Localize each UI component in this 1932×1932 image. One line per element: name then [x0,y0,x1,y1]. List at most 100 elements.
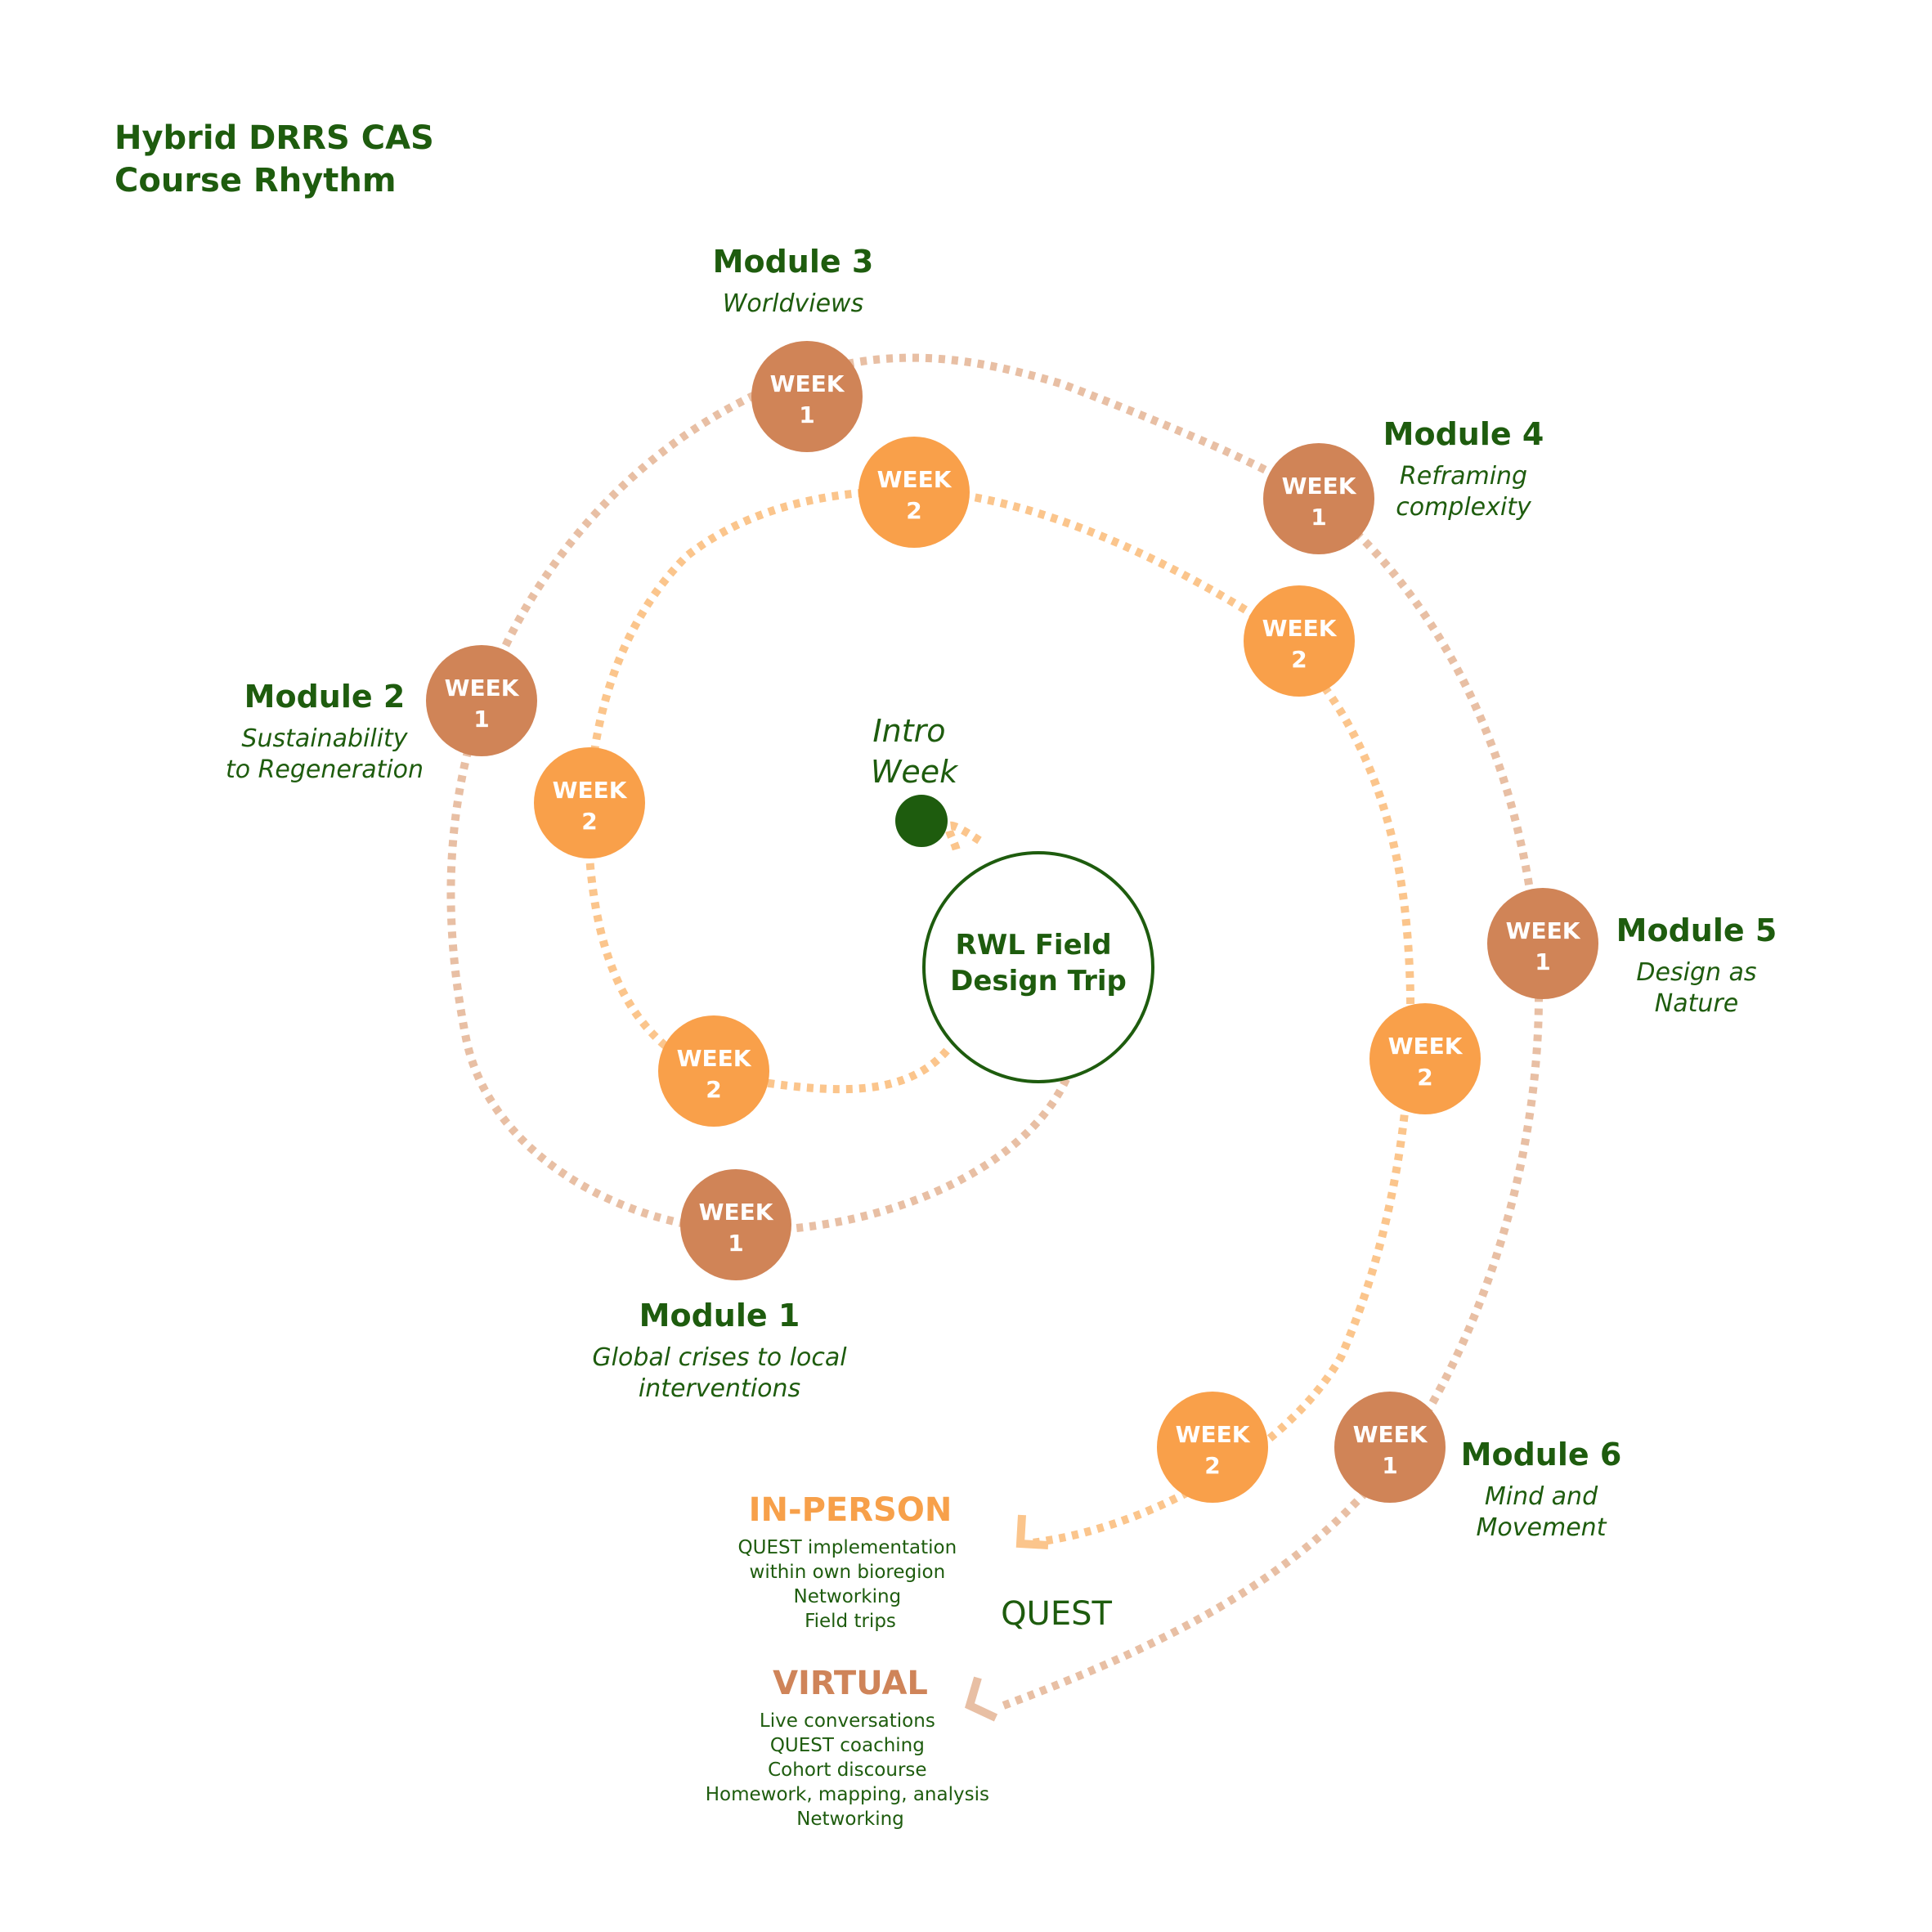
week-label: WEEK [877,466,953,493]
week-number: 1 [1382,1452,1397,1479]
week-circle[interactable] [1487,888,1598,999]
module-labels: Module 1 Global crises to localinterventi… [226,244,1777,1542]
in-person-arrowhead [1015,1514,1049,1549]
week-number: 1 [1311,504,1326,531]
week-label: WEEK [445,675,520,702]
week-circle[interactable] [1369,1003,1481,1114]
legend-in-person-title: IN-PERSON [749,1491,953,1529]
intro-week-dot[interactable] [895,795,948,847]
spiral-paths [446,353,1544,1722]
legend-in-person-items: QUEST implementation within own bioregio… [738,1537,963,1632]
week-label: WEEK [1262,615,1338,642]
module-title: Module 6 [1461,1437,1622,1473]
module-subtitle: Global crises to local [592,1343,847,1372]
legend-virtual: VIRTUAL Live conversations QUEST coachin… [706,1665,996,1830]
intro-line-2: Week [871,754,959,790]
week-circle[interactable] [658,1015,769,1127]
week-label: WEEK [1506,917,1581,944]
legend-virtual-item: QUEST coaching [770,1735,925,1756]
quest-label: QUEST [1001,1595,1112,1633]
legend-in-person-item: Field trips [805,1611,896,1632]
legend-virtual-items: Live conversations QUEST coaching Cohort… [706,1710,996,1830]
center-line-1: RWL Field [956,929,1112,962]
week-node-m6-w2[interactable]: WEEK 2 [1157,1392,1268,1503]
virtual-path [446,353,1544,1711]
module-title: Module 4 [1383,416,1544,452]
center-line-2: Design Trip [950,965,1127,997]
week-node-m6-w1[interactable]: WEEK 1 [1334,1392,1446,1503]
legend-virtual-title: VIRTUAL [773,1665,928,1702]
week-circle[interactable] [426,645,537,756]
module-label-1: Module 1 Global crises to localinterventi… [592,1298,847,1403]
rwl-field-trip-circle[interactable] [922,851,1154,1083]
module-subtitle: complexity [1396,493,1532,522]
intro-line-1: Intro [872,713,945,749]
module-title: Module 5 [1616,912,1777,948]
week-node-m1-w1[interactable]: WEEK 1 [680,1169,791,1280]
week-circle[interactable] [1334,1392,1446,1503]
module-title: Module 3 [713,244,874,280]
week-nodes: WEEK1WEEK2WEEK1WEEK2WEEK1WEEK2WEEK1WEEK2… [426,341,1598,1503]
legend-virtual-item: Networking [796,1809,904,1830]
week-label: WEEK [770,370,845,397]
week-circle[interactable] [1157,1392,1268,1503]
intro-week-label: Intro Week [871,713,959,790]
week-number: 1 [728,1230,743,1257]
module-subtitle: Reframing [1400,462,1527,491]
week-number: 2 [706,1076,721,1103]
week-number: 2 [1417,1064,1432,1091]
week-label: WEEK [553,777,628,804]
legend-in-person-item: Networking [794,1586,902,1607]
week-circle[interactable] [858,437,970,548]
legend-virtual-item: Homework, mapping, analysis [706,1784,989,1805]
week-node-m2-w2[interactable]: WEEK 2 [534,747,645,858]
week-label: WEEK [1282,473,1357,500]
week-node-m3-w2[interactable]: WEEK 2 [858,437,970,548]
week-circle[interactable] [1263,443,1374,554]
week-number: 2 [581,808,597,835]
virtual-arrowhead [964,1676,998,1722]
week-node-m2-w1[interactable]: WEEK 1 [426,645,537,756]
legend-in-person-item: within own bioregion [750,1562,946,1583]
week-number: 1 [473,706,489,733]
module-subtitle: Movement [1477,1513,1607,1542]
week-circle[interactable] [534,747,645,858]
module-title: Module 1 [639,1298,800,1334]
title-line-2: Course Rhythm [114,162,397,199]
week-label: WEEK [1353,1421,1428,1448]
diagram-title: Hybrid DRRS CAS Course Rhythm [114,119,446,199]
rwl-field-trip-label: RWL Field Design Trip [950,929,1127,997]
week-label: WEEK [1176,1421,1251,1448]
week-label: WEEK [677,1045,752,1072]
legend-virtual-item: Cohort discourse [768,1759,926,1781]
week-node-m4-w1[interactable]: WEEK 1 [1263,443,1374,554]
module-subtitle: Worldviews [723,289,863,318]
module-subtitle: Sustainability [241,724,408,753]
module-subtitle: Mind and [1485,1482,1598,1511]
title-line-1: Hybrid DRRS CAS [114,119,434,157]
week-number: 2 [906,497,921,524]
module-title: Module 2 [244,679,406,715]
legend-in-person: IN-PERSON QUEST implementation within ow… [738,1491,963,1632]
legend-virtual-item: Live conversations [760,1710,935,1732]
week-circle[interactable] [680,1169,791,1280]
module-subtitle: interventions [639,1374,800,1403]
week-label: WEEK [699,1199,774,1226]
in-person-path [585,486,1415,1547]
week-circle[interactable] [751,341,863,452]
week-number: 2 [1204,1452,1220,1479]
module-subtitle: Design as [1636,958,1756,987]
module-label-3: Module 3 Worldviews [713,244,874,318]
module-subtitle: to Regeneration [226,755,424,784]
week-circle[interactable] [1244,585,1355,697]
legend-in-person-item: QUEST implementation [738,1537,957,1558]
week-node-m1-w2[interactable]: WEEK 2 [658,1015,769,1127]
